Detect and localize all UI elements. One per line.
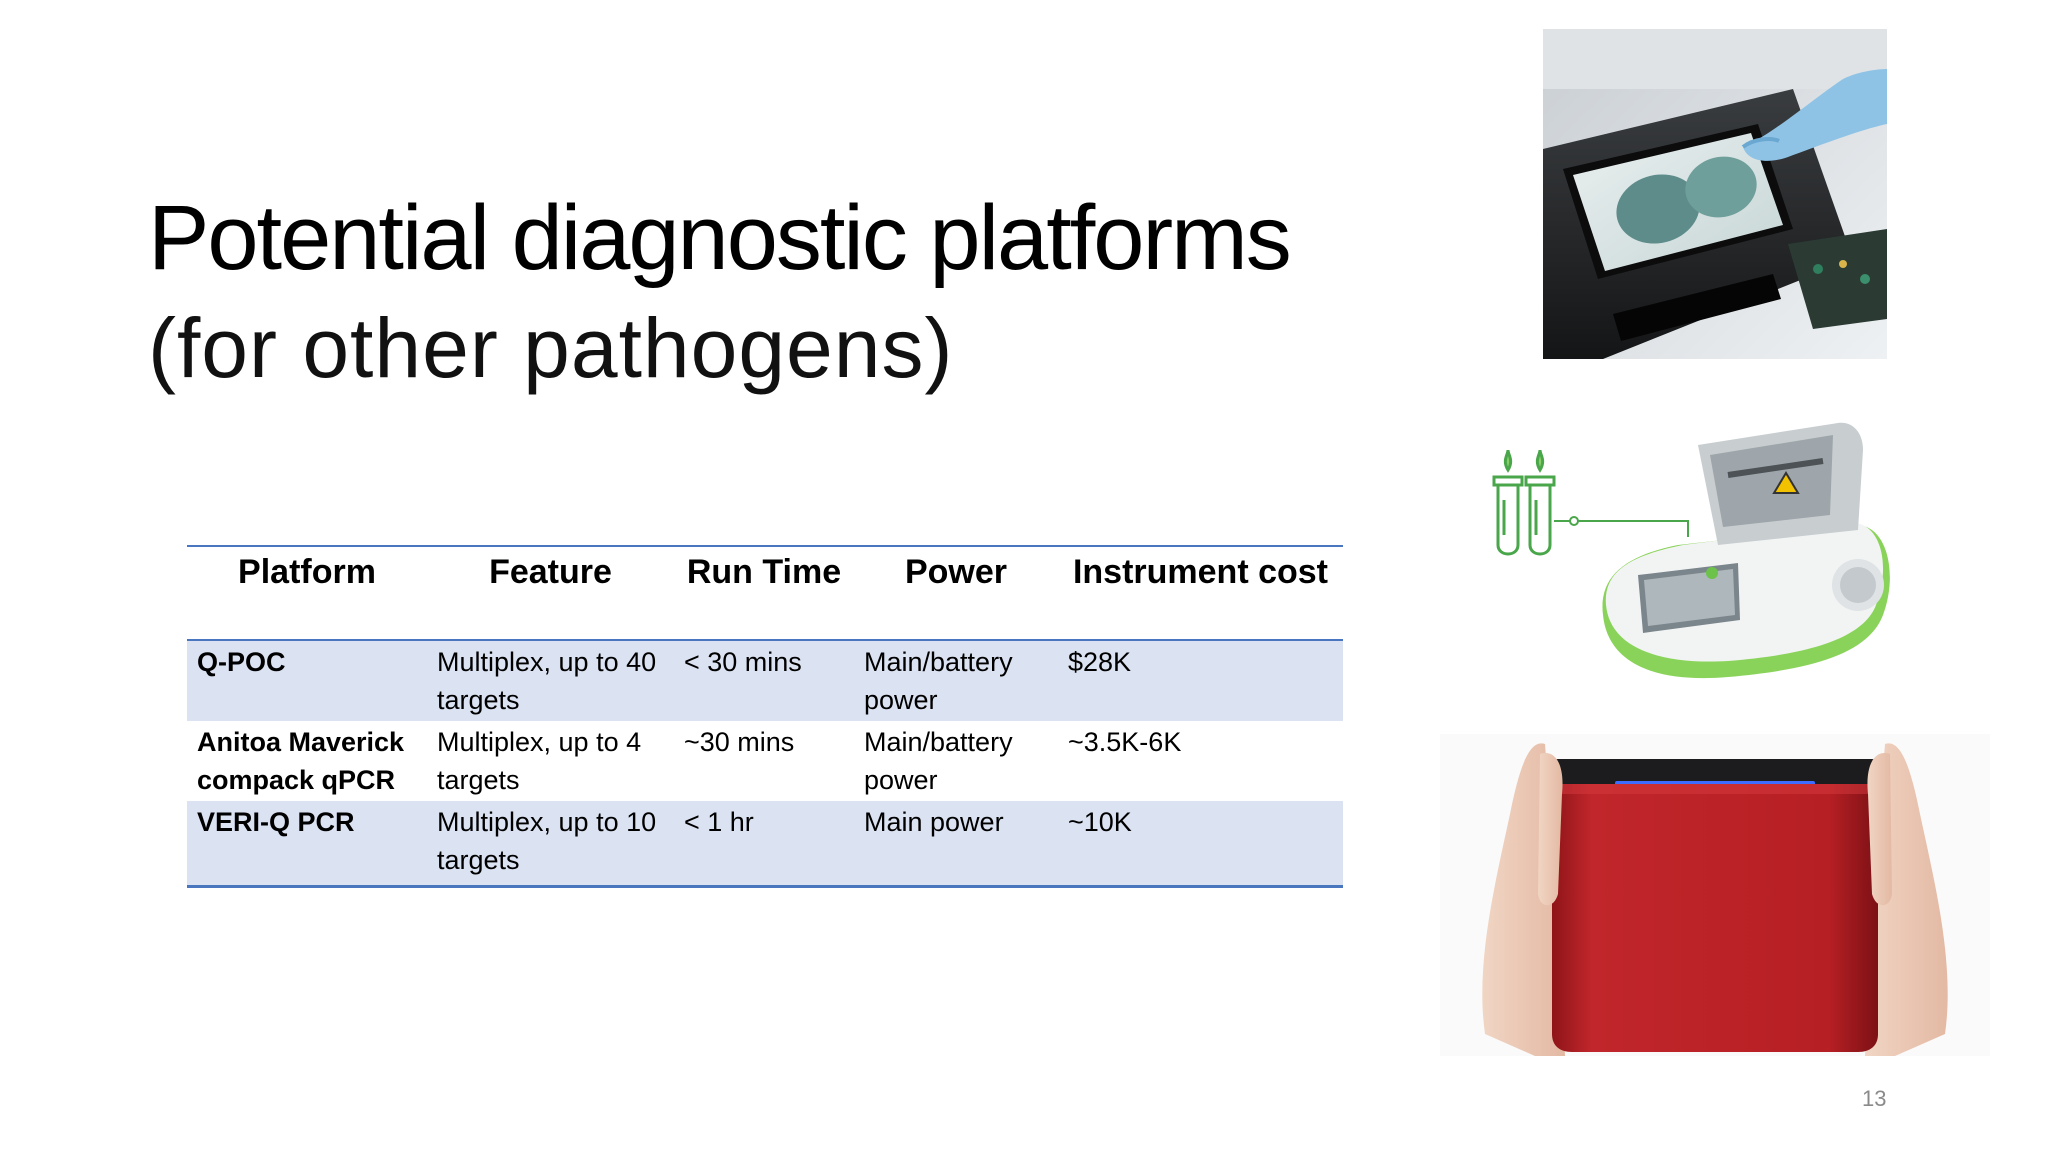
- header-power: Power: [854, 547, 1058, 641]
- cell-platform: VERI-Q PCR: [187, 801, 427, 885]
- cell-run-time: < 30 mins: [674, 640, 854, 721]
- cell-cost: $28K: [1058, 640, 1343, 721]
- slide-subtitle: (for other pathogens): [148, 301, 954, 395]
- slide-title: Potential diagnostic platforms: [148, 187, 1292, 289]
- slide-number: 13: [1862, 1086, 1887, 1111]
- table-row: Anitoa Maverick compack qPCR Multiplex, …: [187, 721, 1343, 801]
- cell-feature: Multiplex, up to 10 targets: [427, 801, 674, 885]
- table-row: Q-POC Multiplex, up to 40 targets < 30 m…: [187, 640, 1343, 721]
- cell-feature: Multiplex, up to 4 targets: [437, 727, 642, 795]
- table-header-row: Platform Feature Run Time Power Instrume…: [187, 547, 1343, 641]
- cell-feature: Multiplex, up to 40 targets: [427, 640, 674, 721]
- cell-run-time: ~30 mins: [684, 727, 795, 757]
- veriq-device-photo: [1440, 734, 1990, 1056]
- header-instrument-cost: Instrument cost: [1058, 547, 1343, 641]
- anitoa-device-photo: [1478, 415, 1902, 697]
- header-feature: Feature: [427, 547, 674, 641]
- cell-platform: Q-POC: [187, 640, 427, 721]
- table-row: VERI-Q PCR Multiplex, up to 10 targets <…: [187, 801, 1343, 885]
- cell-run-time: < 1 hr: [674, 801, 854, 885]
- cell-platform: Anitoa Maverick compack qPCR: [197, 727, 405, 795]
- cell-power: Main/battery power: [854, 640, 1058, 721]
- header-run-time: Run Time: [674, 547, 854, 641]
- header-platform: Platform: [187, 547, 427, 641]
- cell-cost: ~10K: [1058, 801, 1343, 885]
- platform-table: Platform Feature Run Time Power Instrume…: [187, 545, 1343, 888]
- cell-cost: ~3.5K-6K: [1068, 727, 1182, 757]
- cell-power: Main power: [854, 801, 1058, 885]
- qpoc-device-photo: [1543, 29, 1887, 359]
- cell-power: Main/battery power: [864, 727, 1013, 795]
